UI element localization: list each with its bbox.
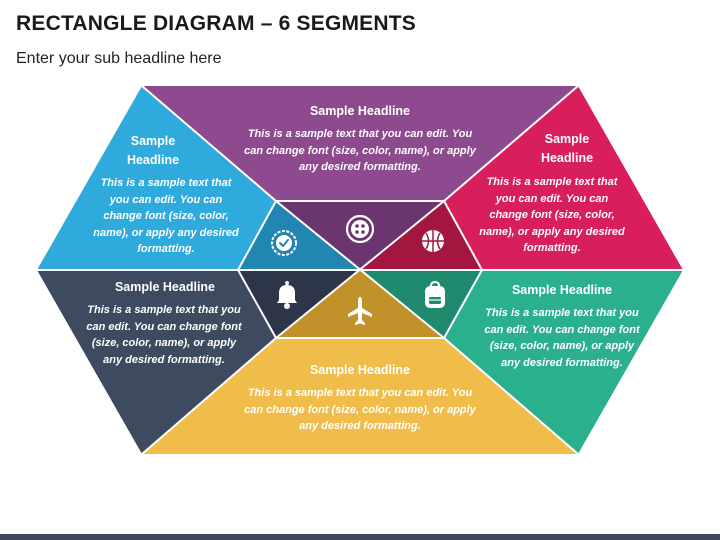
segment-bottom [142,338,578,454]
backpack-icon [425,280,445,308]
airplane-icon [348,297,372,325]
inner-upper-right [360,201,482,270]
top-body: This is a sample text that you can edit.… [244,128,476,173]
segment-upper-right [444,86,683,270]
inner-lower-left [238,270,360,338]
footer-bar [0,534,720,540]
top-headline: Sample Headline [309,104,411,118]
slide-subtitle: Enter your sub headline here [16,50,222,67]
bottom-headline: Sample Headline [309,363,411,377]
upper-left-body: This is a sample text that you can edit.… [93,177,239,255]
lower-right-headline: Sample Headline [511,283,613,297]
bell-icon [277,281,297,309]
upper-right-body: This is a sample text that you can edit.… [479,176,625,254]
button-icon [345,214,375,244]
segment-lower-right [444,270,683,454]
check-badge-icon [271,230,297,256]
inner-lower-right [360,270,482,338]
bottom-body: This is a sample text that you can edit.… [244,387,476,432]
slide-title: RECTANGLE DIAGRAM – 6 SEGMENTS [16,12,416,35]
segment-lower-left [37,270,276,454]
inner-upper-left [238,201,360,270]
lower-right-body: This is a sample text that you can edit.… [484,307,640,369]
segment-top [142,86,578,201]
lower-left-body: This is a sample text that you can edit.… [86,304,242,366]
upper-right-headline: Sample Headline [540,132,594,165]
lower-left-headline: Sample Headline [114,280,216,294]
upper-left-headline: Sample Headline [126,134,180,167]
segment-upper-left [37,86,276,270]
basketball-icon [422,230,444,252]
